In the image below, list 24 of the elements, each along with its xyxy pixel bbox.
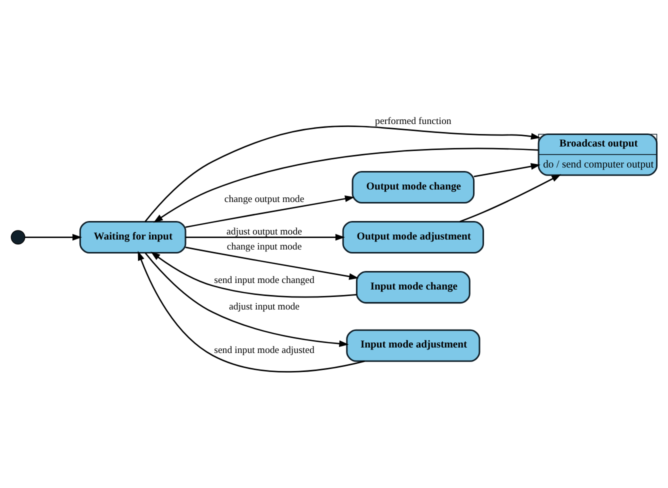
node-box: Output mode change — [352, 170, 475, 204]
edge-label: performed function — [375, 116, 452, 127]
edge-label: send input mode changed — [214, 275, 314, 286]
arrow — [474, 163, 540, 178]
arrow — [144, 126, 541, 222]
arrow — [186, 234, 345, 241]
node-box: Input mode adjustment — [346, 329, 480, 362]
edge-label: change output mode — [224, 194, 304, 205]
edge-label: change input mode — [226, 242, 302, 253]
node-box: Input mode change — [356, 270, 470, 304]
arrow — [153, 148, 538, 223]
arrow — [150, 252, 357, 298]
edge-label: send input mode adjusted — [214, 344, 314, 356]
arrow — [24, 234, 82, 241]
edge-label: adjust output mode — [226, 226, 302, 238]
arrow — [460, 174, 562, 222]
edge-label: adjust input mode — [229, 302, 300, 313]
node-circle — [10, 230, 26, 244]
arrow — [185, 195, 355, 228]
node-box: Waiting for input — [79, 220, 186, 254]
arrow — [138, 250, 365, 372]
node-box: Output mode adjustment — [342, 220, 484, 254]
arrow — [144, 252, 349, 348]
arrow — [185, 246, 359, 280]
